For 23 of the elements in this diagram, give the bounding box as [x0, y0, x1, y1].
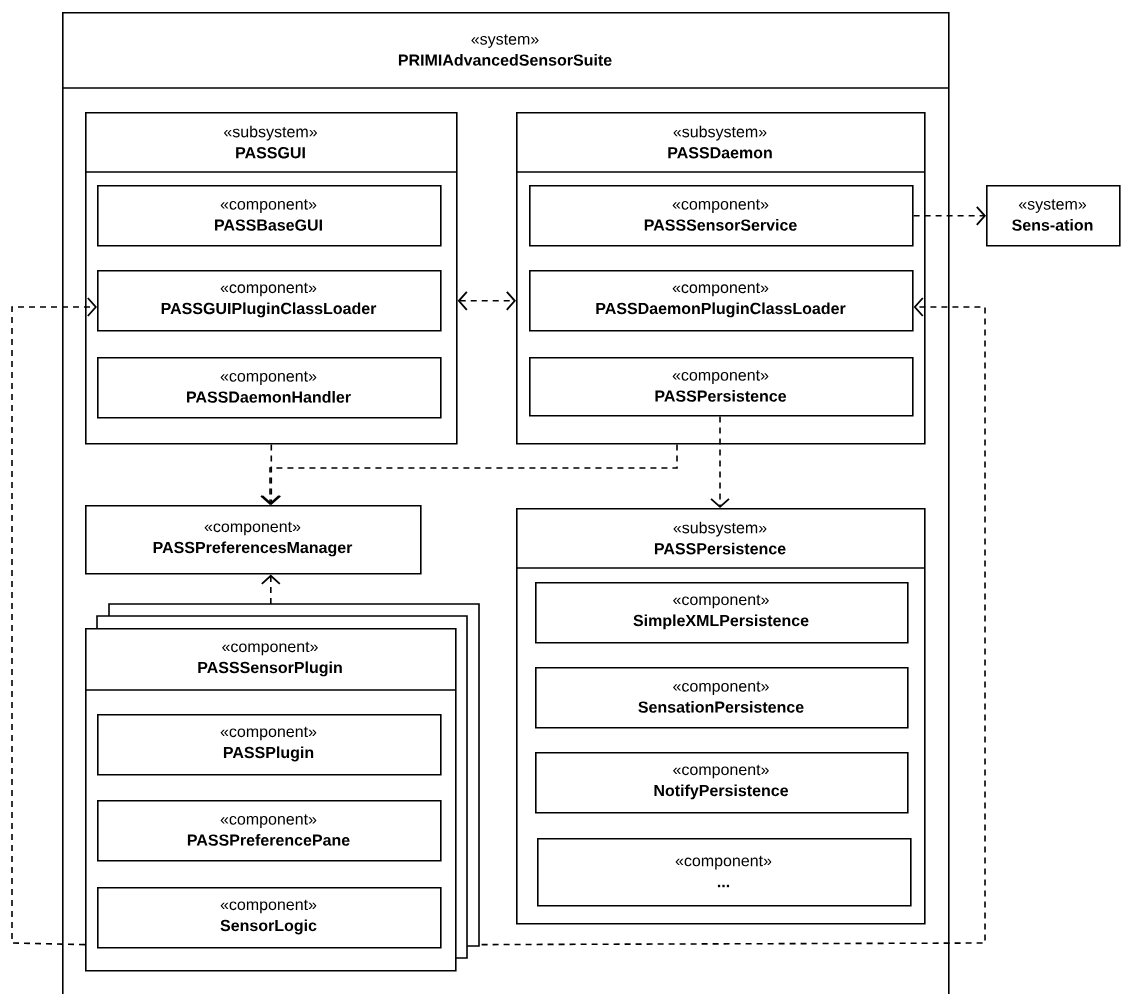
dependency-arrow [480, 297, 986, 946]
dependency-arrow [11, 297, 97, 946]
component-box: «component» ... [537, 838, 912, 907]
component-box: «component» PASSPlugin [97, 714, 442, 776]
dependency-arrow [457, 290, 516, 311]
system-box: «system» Sens-ation [986, 185, 1121, 247]
component-box: «component» PASSBaseGUI [97, 185, 442, 247]
component-box: «component» PASSSensorService [529, 185, 914, 247]
component-box: «component» PASSDaemonPluginClassLoader [529, 270, 914, 332]
component-box: «component» PASSPersistence [529, 357, 914, 417]
component-box: «component» PASSGUIPluginClassLoader [97, 270, 442, 332]
component-box: «component» PASSPreferencesManager [85, 505, 422, 575]
dependency-arrow [260, 443, 678, 505]
dependency-arrow [912, 205, 986, 226]
component-box: «component» SensationPersistence [535, 667, 909, 729]
component-box: «component» PASSDaemonHandler [97, 357, 442, 419]
component-box: «component» SimpleXMLPersistence [535, 582, 909, 644]
dependency-arrow [710, 415, 730, 508]
dependency-arrow [261, 443, 282, 505]
component-box: «component» SensorLogic [97, 887, 442, 949]
component-box: «component» NotifyPersistence [535, 752, 909, 814]
component-box: «component» PASSPreferencePane [97, 800, 442, 862]
dependency-arrow [260, 574, 281, 605]
